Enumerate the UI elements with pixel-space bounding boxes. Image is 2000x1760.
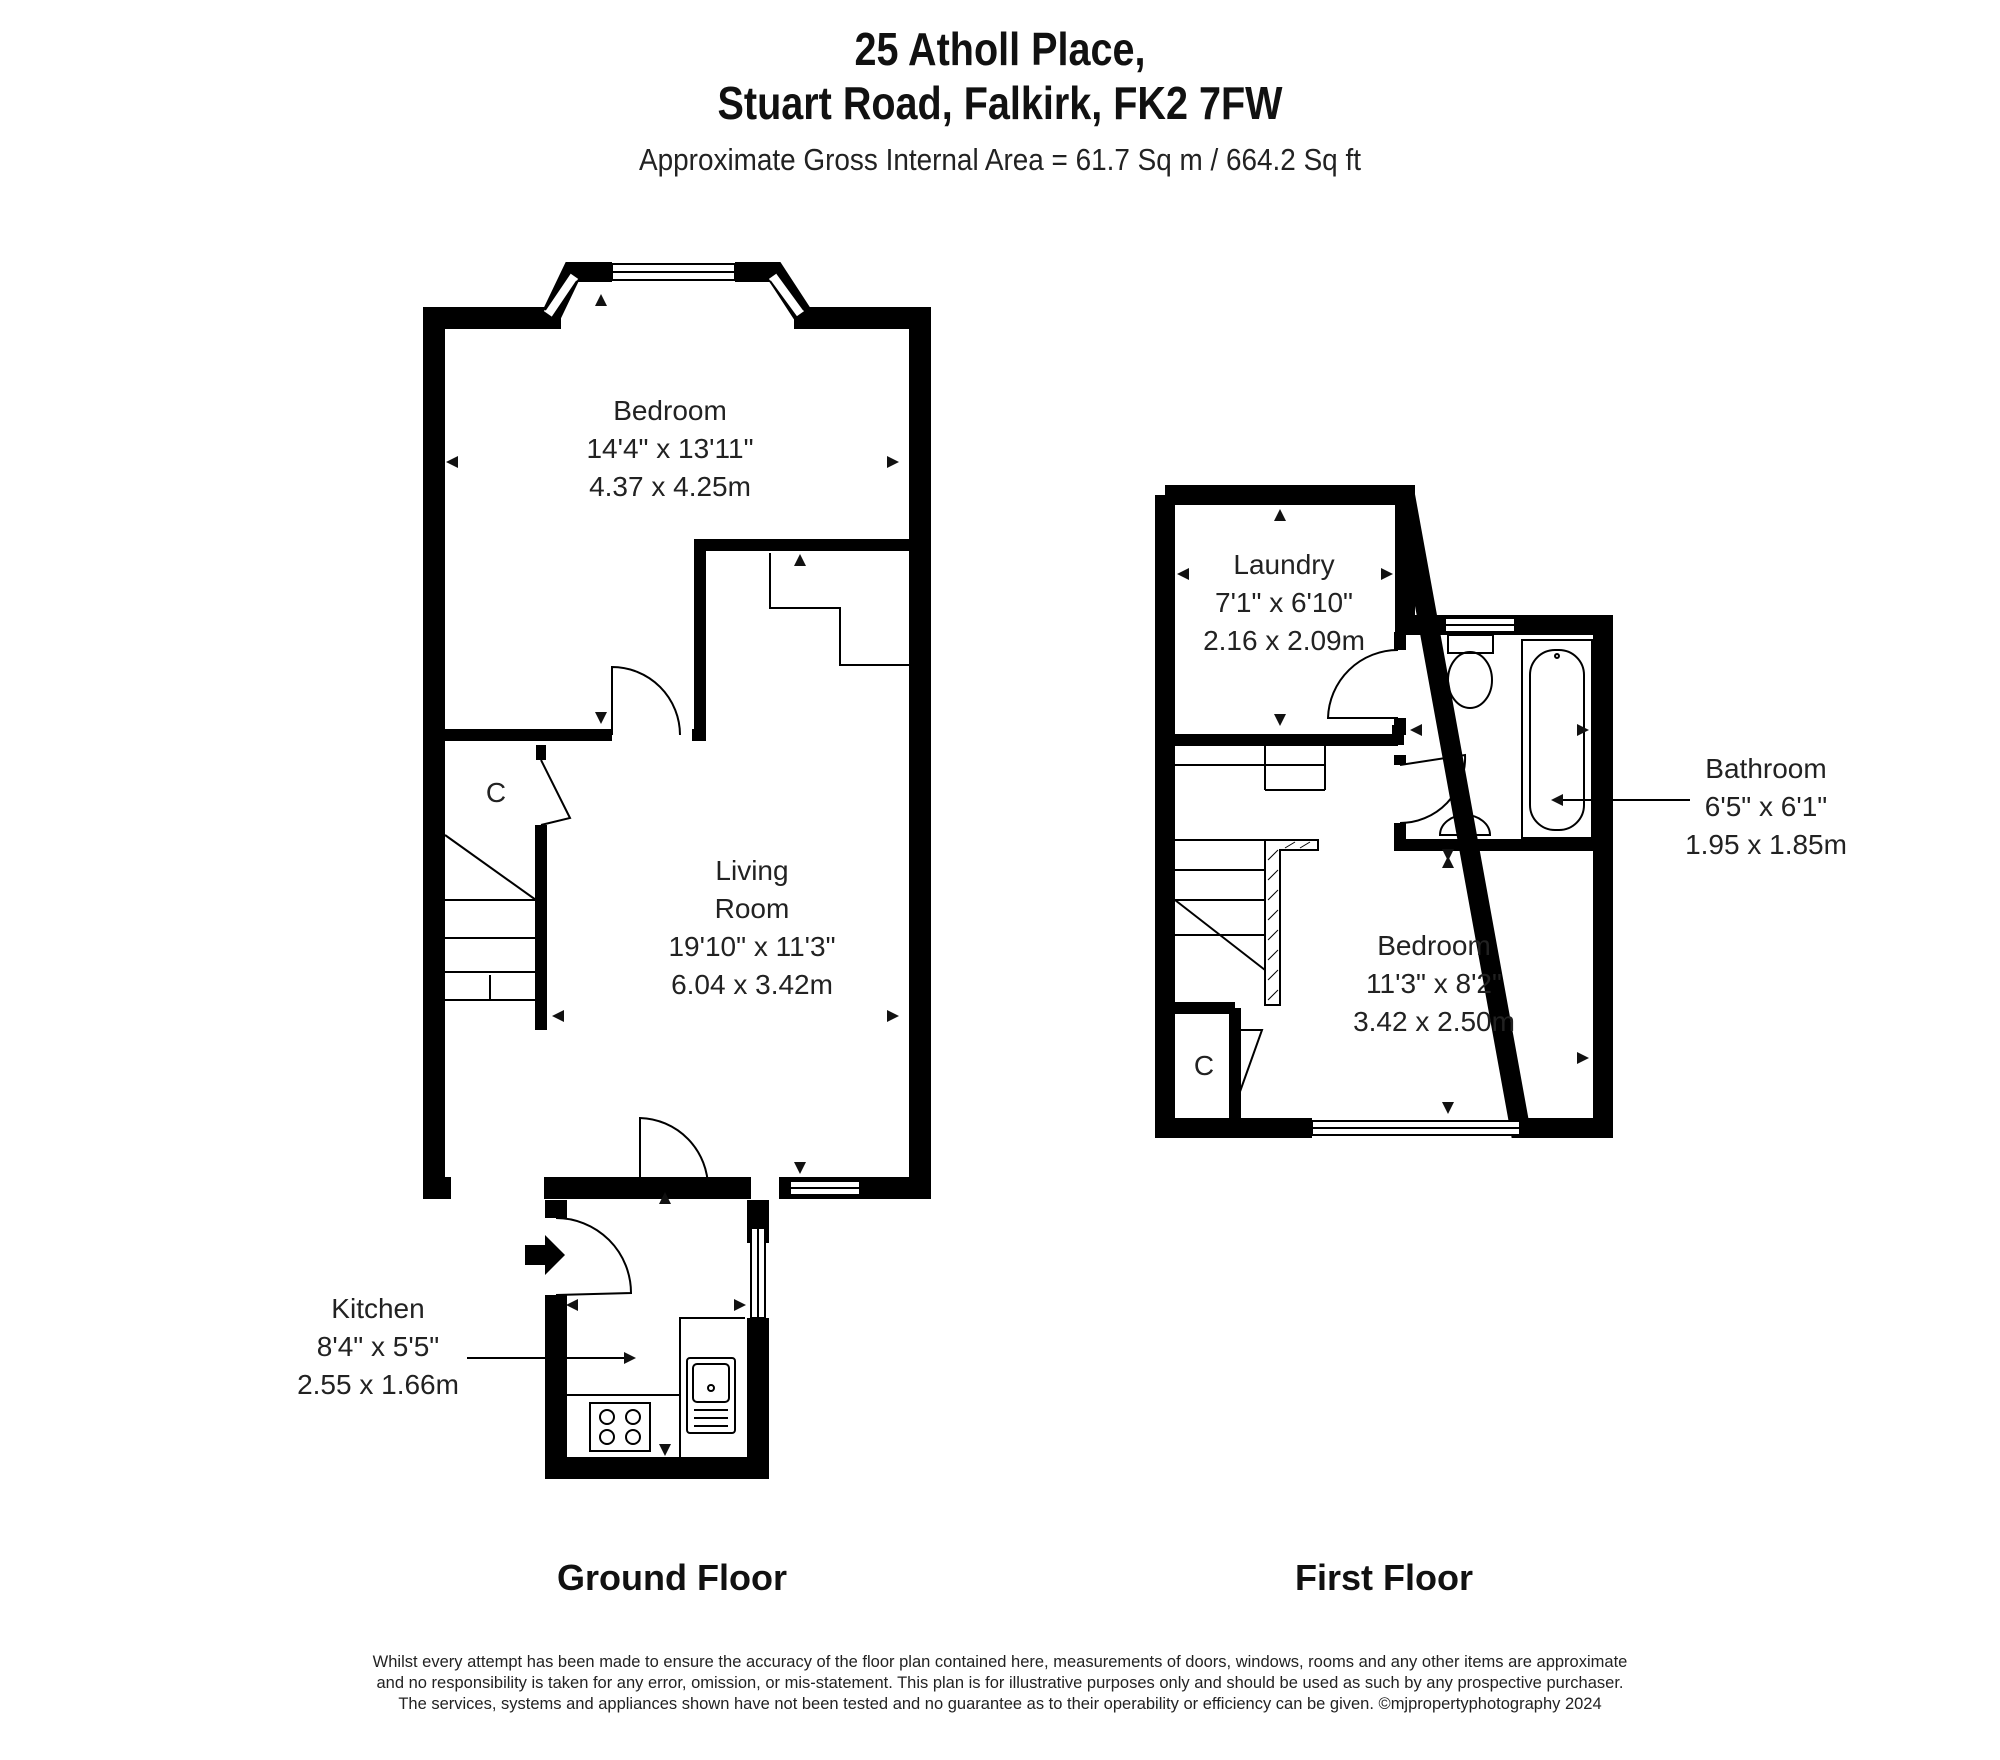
disclaimer-line2: and no responsibility is taken for any e… [376, 1674, 1624, 1692]
first-stair-wall [1264, 839, 1319, 1006]
kitchen-inner-door [639, 1116, 709, 1189]
disclaimer: Whilst every attempt has been made to en… [200, 1652, 1800, 1715]
disclaimer-line3: The services, systems and appliances sho… [398, 1695, 1602, 1713]
hob-icon [589, 1402, 651, 1452]
bathroom-name: Bathroom [1705, 753, 1826, 784]
living-stair-outline [769, 553, 910, 666]
living-room-name-line2: Room [715, 893, 790, 924]
bedroom-partition-wall [445, 539, 910, 741]
kitchen-imperial: 8'4" x 5'5" [317, 1331, 439, 1362]
plan-header: 25 Atholl Place, Stuart Road, Falkirk, F… [0, 22, 2000, 182]
laundry-name: Laundry [1233, 549, 1334, 580]
laundry-door [1326, 649, 1399, 719]
laundry-partition [1175, 725, 1404, 746]
bathroom-metric: 1.95 x 1.85m [1685, 829, 1847, 860]
bedroom-door [611, 665, 681, 736]
living-room-name-line1: Living [715, 855, 788, 886]
kitchen-metric: 2.55 x 1.66m [297, 1369, 459, 1400]
laundry-imperial: 7'1" x 6'10" [1215, 587, 1353, 618]
kitchen-wall [545, 1200, 769, 1479]
ground-cupboard-label: C [486, 777, 506, 808]
kitchen-name: Kitchen [331, 1293, 424, 1324]
kitchen-worktop [566, 1317, 745, 1458]
bathroom-door [1399, 753, 1467, 825]
bath-icon [1521, 639, 1593, 839]
first-cupboard-wall [1175, 1002, 1241, 1118]
ground-room-labels: Bedroom 14'4" x 13'11" 4.37 x 4.25m C Li… [297, 395, 835, 1598]
first-floor-plan [1155, 485, 1690, 1138]
bay-window-left [543, 273, 579, 317]
living-room-imperial: 19'10" x 11'3" [668, 931, 835, 962]
bathroom-imperial: 6'5" x 6'1" [1705, 791, 1827, 822]
ground-floor-label: Ground Floor [557, 1557, 787, 1598]
ground-bedroom-imperial: 14'4" x 13'11" [586, 433, 753, 464]
ground-staircase [444, 834, 537, 1001]
ground-outer-wall [423, 307, 931, 1199]
ground-dimension-markers [446, 294, 899, 1456]
basin-icon [1438, 814, 1492, 836]
first-cupboard-label: C [1194, 1050, 1214, 1081]
first-bedroom-name: Bedroom [1377, 930, 1491, 961]
bathroom-wall [1394, 632, 1593, 851]
ground-bedroom-metric: 4.37 x 4.25m [589, 471, 751, 502]
property-address-line1: 25 Atholl Place, [854, 23, 1146, 75]
first-floor-label: First Floor [1295, 1557, 1473, 1598]
disclaimer-line1: Whilst every attempt has been made to en… [372, 1653, 1628, 1671]
property-address-line2: Stuart Road, Falkirk, FK2 7FW [717, 77, 1283, 129]
sink-icon [686, 1357, 736, 1434]
first-cupboard-door [1235, 1029, 1264, 1101]
first-bedroom-metric: 3.42 x 2.50m [1353, 1006, 1515, 1037]
first-room-labels: Laundry 7'1" x 6'10" 2.16 x 2.09m Bathro… [1194, 549, 1847, 1598]
entry-arrow [525, 1235, 565, 1275]
ground-floor-plan [423, 262, 931, 1479]
first-staircase [1174, 745, 1326, 971]
first-bedroom-imperial: 11'3" x 8'2" [1366, 968, 1502, 999]
bay-window-right [768, 273, 805, 317]
laundry-metric: 2.16 x 2.09m [1203, 625, 1365, 656]
toilet-icon [1447, 634, 1494, 709]
ground-bedroom-name: Bedroom [613, 395, 727, 426]
gross-internal-area: Approximate Gross Internal Area = 61.7 S… [639, 142, 1361, 177]
living-room-metric: 6.04 x 3.42m [671, 969, 833, 1000]
cupboard-door [540, 759, 572, 826]
entrance-door [555, 1217, 633, 1296]
